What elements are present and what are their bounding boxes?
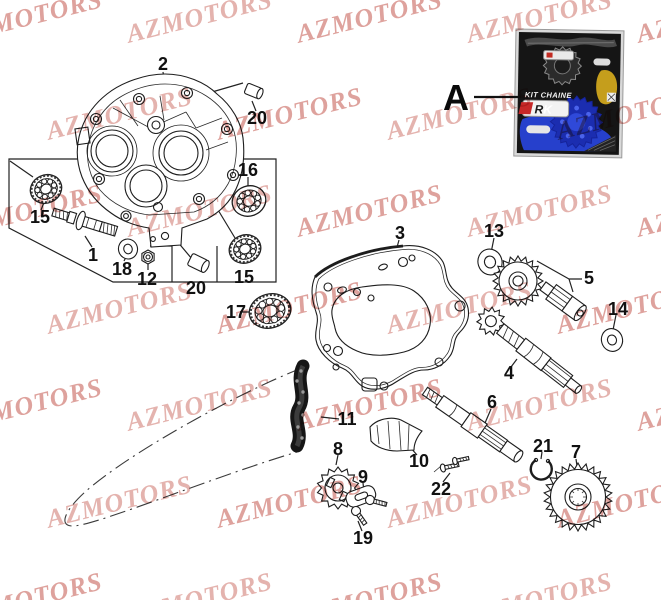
washer-18-drawing [117, 238, 139, 260]
part-label-15-left: 15 [30, 207, 50, 227]
chain-kit-package: KIT CHAINE RK [513, 28, 625, 159]
gear-7-drawing [543, 461, 613, 533]
package-title: KIT CHAINE [525, 90, 573, 100]
part-label-2: 2 [158, 54, 168, 74]
part-label-7: 7 [571, 442, 581, 462]
dowel-20-bottom-drawing [187, 253, 210, 273]
part-label-6: 6 [487, 392, 497, 412]
gasket-drawing [311, 244, 470, 392]
part-label-20-top: 20 [247, 108, 267, 128]
washer-14-drawing [600, 328, 624, 352]
plate-9-drawing [345, 485, 388, 508]
part-label-12: 12 [137, 269, 157, 289]
axle-1-drawing [51, 207, 119, 237]
part-label-3: 3 [395, 223, 405, 243]
part-label-4: 4 [504, 363, 514, 383]
chain-11-drawing [290, 359, 310, 453]
dowel-20-top-drawing [243, 82, 264, 100]
nut-12-drawing [141, 249, 155, 265]
part-label-9: 9 [358, 467, 368, 487]
part-label-16: 16 [238, 160, 258, 180]
part-label-20-bottom: 20 [186, 278, 206, 298]
part-label-18: 18 [112, 259, 132, 279]
cover-drawing [74, 73, 245, 248]
bearing-15-right-drawing [228, 234, 262, 264]
bearing-16-drawing [231, 185, 267, 217]
chain-loop-outline [64, 367, 303, 527]
bolt-19-drawing [350, 505, 368, 527]
part-label-1: 1 [88, 245, 98, 265]
guide-10-drawing [369, 417, 423, 452]
circlip-21-drawing [529, 457, 553, 481]
part-label-8: 8 [333, 439, 343, 459]
screws-22-drawing [433, 455, 470, 473]
part-label-10: 10 [409, 451, 429, 471]
package-brand-logo: RK [534, 102, 553, 116]
part-label-21: 21 [533, 436, 553, 456]
part-callouts: 2 20 16 15 1 18 12 20 15 17 3 13 5 14 4 … [30, 54, 628, 548]
part-label-15-right: 15 [234, 267, 254, 287]
bearing-17-drawing [248, 293, 292, 329]
part-label-22: 22 [431, 479, 451, 499]
part-label-13: 13 [484, 221, 504, 241]
shaft-6-drawing [421, 386, 524, 463]
kit-callout: A [443, 77, 521, 118]
part-label-14: 14 [608, 299, 628, 319]
gear-5-drawing [491, 254, 545, 308]
spline-bush-5-drawing [539, 281, 587, 322]
part-label-11: 11 [337, 409, 356, 429]
part-label-17: 17 [226, 302, 246, 322]
washer-13-drawing [477, 248, 503, 276]
shaft-4-drawing [475, 306, 583, 394]
part-label-5: 5 [584, 268, 594, 288]
kit-label: A [443, 77, 469, 118]
part-label-19: 19 [353, 528, 373, 548]
bearing-15-left-drawing [29, 173, 63, 205]
